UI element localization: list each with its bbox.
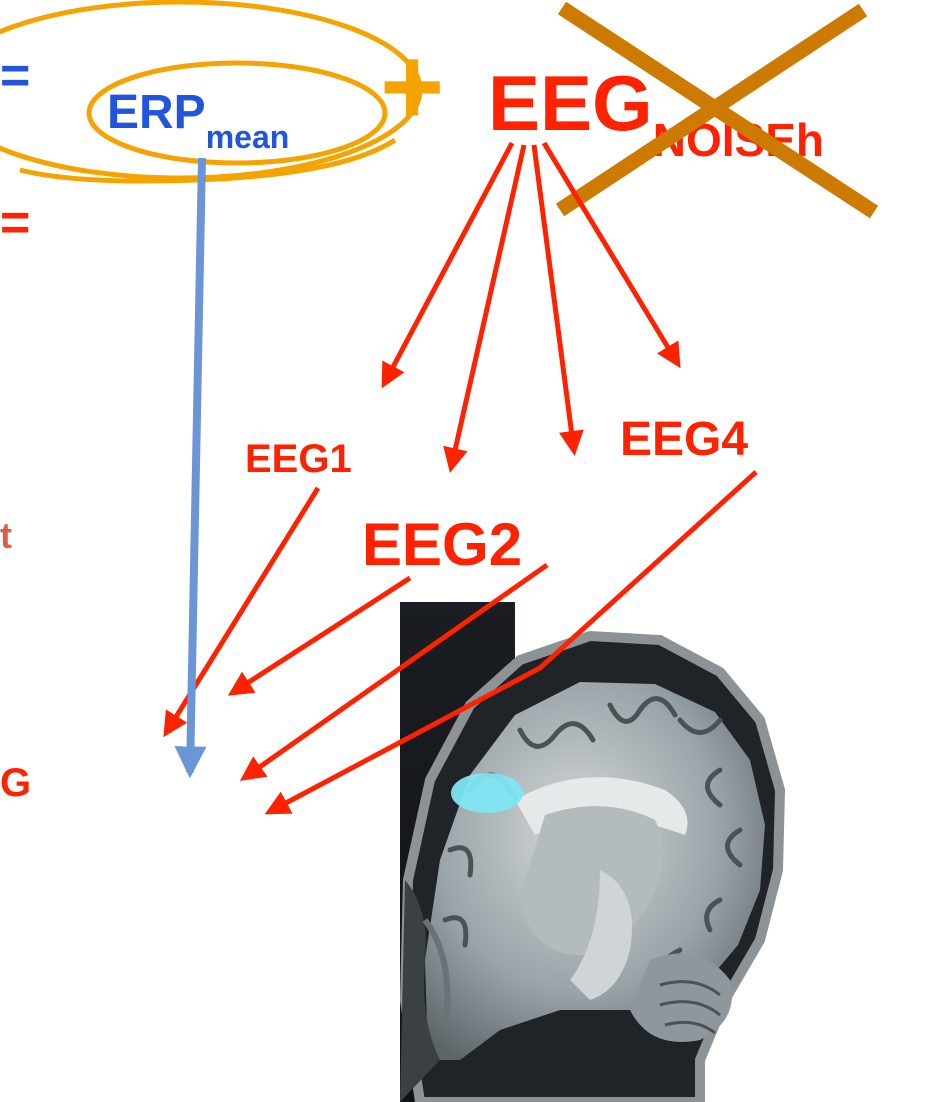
eeg2-label: EEG2 bbox=[362, 511, 522, 578]
arrow-to-eeg3 bbox=[534, 145, 574, 451]
erp-subscript: mean bbox=[206, 119, 290, 155]
plus-sign: + bbox=[380, 25, 444, 148]
eeg-main: EEG bbox=[488, 59, 653, 147]
mri-brain-image bbox=[400, 602, 780, 1102]
left-fragment-g: G bbox=[0, 761, 31, 805]
erp-source-highlight bbox=[451, 773, 523, 813]
left-fragment-equals-2: = bbox=[0, 194, 30, 252]
eeg4-label: EEG4 bbox=[620, 413, 748, 466]
eeg1-label: EEG1 bbox=[245, 437, 352, 481]
arrow-to-eeg1 bbox=[384, 143, 512, 384]
arrow-eeg2-to-brain-a bbox=[232, 578, 410, 693]
left-fragment-t: t bbox=[0, 515, 12, 556]
erp-main: ERP bbox=[107, 86, 206, 139]
left-fragment-equals: = bbox=[0, 47, 30, 105]
erp-mean-label: ERPmean bbox=[107, 86, 289, 155]
